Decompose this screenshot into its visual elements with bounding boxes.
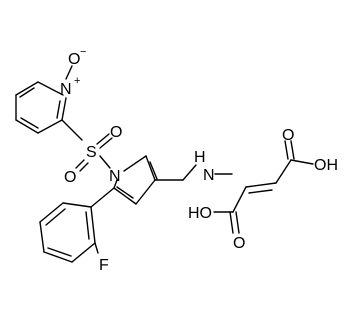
atom-label-ho: HO <box>188 205 212 222</box>
bond <box>116 186 134 199</box>
bond <box>90 206 96 244</box>
atom-label-o: O <box>110 124 122 141</box>
bond <box>99 155 111 169</box>
bond <box>113 187 137 205</box>
bond <box>113 179 118 189</box>
charge-plus: + <box>74 75 80 87</box>
bond <box>61 119 83 141</box>
atom-label-n: N <box>109 168 121 185</box>
bond <box>37 81 64 96</box>
bond <box>182 164 197 181</box>
bond <box>79 162 89 172</box>
bond <box>229 211 234 234</box>
bond <box>15 81 39 96</box>
bond <box>43 251 73 263</box>
bond <box>235 211 240 234</box>
bond <box>135 179 156 205</box>
bond <box>90 187 115 208</box>
atom-label-o: O <box>233 235 245 252</box>
bond <box>99 137 113 149</box>
bond <box>290 159 314 165</box>
bond <box>245 182 277 188</box>
bond <box>149 161 158 180</box>
atom-label-o: O <box>68 51 80 68</box>
bond <box>284 140 289 160</box>
pyrrole-ring <box>113 155 158 205</box>
bond <box>232 186 247 213</box>
atom-label-oh: OH <box>314 157 338 174</box>
bond <box>15 119 39 134</box>
bond <box>39 202 64 223</box>
bond <box>123 155 147 172</box>
bond <box>19 87 35 98</box>
sulfonyl-group <box>75 133 113 172</box>
fluorophenyl-ring <box>39 187 115 263</box>
atom-label-n: N <box>60 81 72 98</box>
bond <box>145 155 156 181</box>
bond <box>37 119 63 134</box>
atom-label-o: O <box>64 169 76 186</box>
atom-label-n: N <box>203 167 215 184</box>
bond <box>20 117 39 129</box>
n-oxide-bond <box>65 65 73 80</box>
fumaric-acid <box>213 140 314 234</box>
atom-label-h: H <box>194 149 206 166</box>
bond <box>56 100 61 119</box>
atom-label-o: O <box>282 127 294 144</box>
bond <box>75 159 85 169</box>
bond <box>71 242 96 263</box>
methylaminomethyl-chain <box>154 164 233 181</box>
bond <box>94 242 99 254</box>
charge-minus: − <box>80 46 86 58</box>
bond <box>248 189 273 194</box>
atom-label-f: F <box>99 257 109 274</box>
bond <box>96 133 110 145</box>
bond <box>47 247 72 257</box>
bond <box>62 202 92 208</box>
bond <box>275 159 292 184</box>
bond <box>290 140 295 160</box>
bond <box>39 221 45 253</box>
atom-label-s: S <box>86 144 97 161</box>
bond <box>61 97 67 121</box>
bond <box>45 208 66 226</box>
bond <box>85 211 90 240</box>
pyridine-ring <box>15 81 67 134</box>
